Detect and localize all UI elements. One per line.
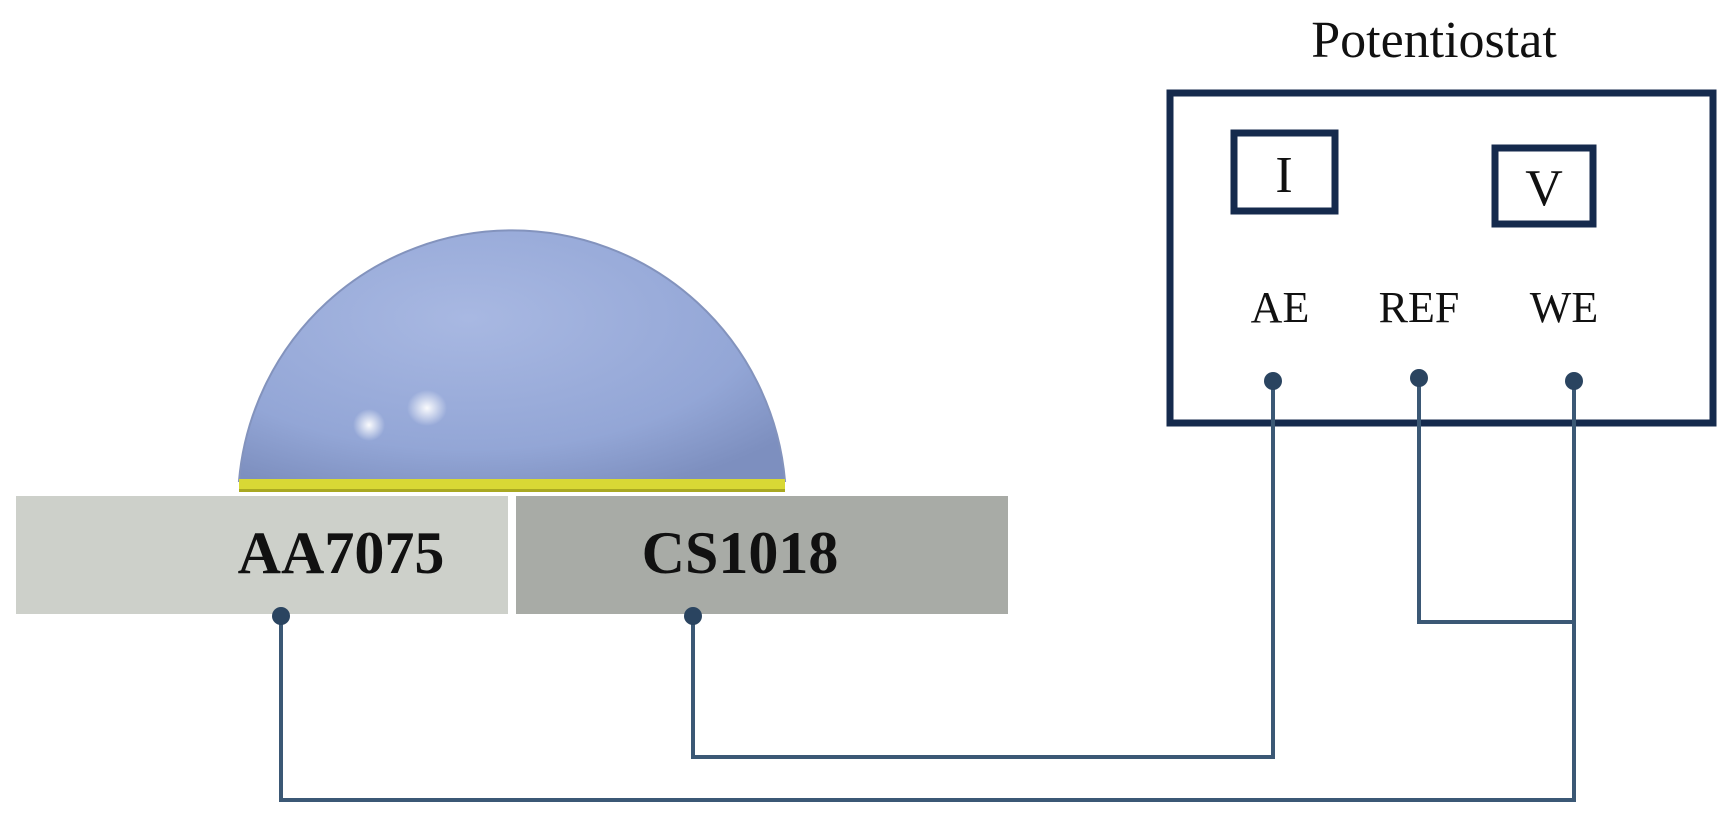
cs1018-label: CS1018	[642, 520, 839, 586]
coating-interface	[239, 479, 785, 492]
potentiostat-title: Potentiostat	[1311, 12, 1557, 69]
terminal-dot-ae	[1264, 372, 1282, 390]
aa7075-plate	[16, 496, 508, 614]
potentiostat-box	[1166, 89, 1717, 427]
wiring	[279, 378, 1576, 802]
current-meter-label: I	[1275, 147, 1292, 204]
cs1018-plate	[516, 496, 1008, 614]
terminal-label-ref: REF	[1379, 283, 1460, 332]
coating-interface-shade	[239, 489, 785, 492]
terminal-label-ae: AE	[1251, 283, 1310, 332]
voltage-meter-label: V	[1525, 160, 1563, 217]
cs1018-contact-dot	[684, 607, 702, 625]
wire-ref-to-we	[1417, 378, 1574, 624]
wire-we-to-aa7075	[279, 381, 1576, 802]
terminal-dot-we	[1565, 372, 1583, 390]
current-meter-box	[1230, 129, 1339, 215]
wire-ae-to-cs1018	[691, 381, 1275, 759]
electrolyte-droplet	[237, 229, 787, 482]
aa7075-label: AA7075	[238, 520, 445, 586]
droplet-highlight-large	[407, 390, 447, 426]
voltage-meter-box	[1491, 144, 1597, 228]
aa7075-contact-dot	[272, 607, 290, 625]
terminal-dot-ref	[1410, 369, 1428, 387]
terminal-label-we: WE	[1530, 283, 1598, 332]
droplet-highlight-small	[353, 409, 385, 441]
